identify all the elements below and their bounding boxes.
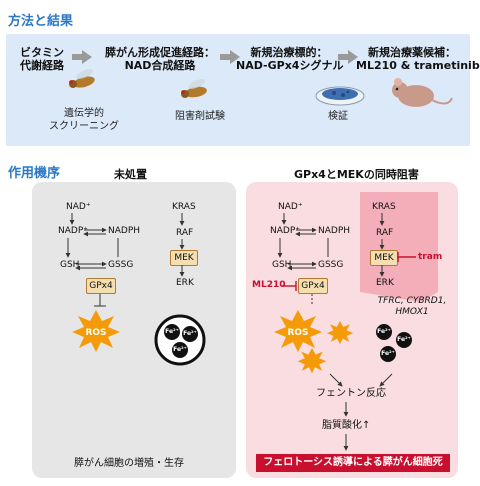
iron-genes-label: TFRC, CYBRD1, HMOX1	[372, 296, 452, 318]
flow-step-drug-line1: 新規治療薬候補：	[368, 46, 456, 59]
left-nadph-label: NADPH	[108, 226, 141, 236]
iron-ion-icon: Fe²⁺	[376, 324, 392, 340]
flow-arrow-2	[220, 50, 240, 64]
lipid-oxidation-label: 脂質酸化↑	[322, 420, 371, 431]
fruit-fly-icon	[181, 79, 207, 98]
left-nadp-label: NADP⁺	[58, 226, 88, 236]
ferroptosis-outcome-banner: フェロトーシス誘導による膵がん細胞死	[256, 454, 450, 472]
flow-step-target-line1: 新規治療標的：	[250, 46, 328, 59]
right-raf-label: RAF	[376, 228, 394, 238]
untreated-panel-title: 未処置	[114, 168, 147, 181]
flow-step-drug-line2: ML210 & trametinib	[356, 59, 480, 72]
flow-arrows	[72, 50, 358, 64]
flow-step-drug: 新規治療薬候補： ML210 & trametinib	[356, 46, 480, 72]
caption-genetic-screen: 遺伝学的 スクリーニング	[34, 107, 134, 133]
left-gpx4-box: GPx4	[86, 278, 116, 294]
flow-step-target: 新規治療標的： NAD-GPx4シグナル	[236, 46, 344, 72]
right-gsh-label: GSH	[272, 260, 292, 270]
flow-step-vitamin: ビタミン 代謝経路	[10, 46, 74, 72]
ros-burst-small-icon	[326, 321, 354, 345]
flow-step-vitamin-line1: ビタミン	[20, 46, 64, 59]
caption-genetic-screen-line2: スクリーニング	[49, 121, 119, 132]
iron-ion-icon: Fe²⁺	[396, 332, 412, 348]
left-gsh-label: GSH	[60, 260, 80, 270]
trametinib-inhibitor-label: tram	[418, 252, 443, 262]
right-erk-label: ERK	[376, 278, 394, 288]
left-outcome-label: 膵がん細胞の増殖・生存	[74, 458, 184, 469]
flow-step-vitamin-line2: 代謝経路	[20, 59, 64, 72]
iron-ion-icon: Fe²⁺	[380, 346, 396, 362]
right-nad-label: NAD⁺	[278, 202, 303, 212]
ml210-inhibitor-label: ML210	[252, 280, 286, 290]
left-kras-label: KRAS	[172, 202, 196, 212]
iron-ion-icon: Fe²⁺	[164, 324, 180, 340]
right-nadp-label: NADP⁺	[270, 226, 300, 236]
left-nad-label: NAD⁺	[66, 202, 91, 212]
right-kras-label: KRAS	[372, 202, 396, 212]
right-nadph-label: NADPH	[318, 226, 351, 236]
fruit-fly-icon	[69, 69, 95, 88]
right-ros-burst-icon: ROS	[274, 310, 322, 352]
right-gpx4-box: GPx4	[298, 278, 328, 294]
left-raf-label: RAF	[176, 228, 194, 238]
petri-dish-icon	[315, 86, 365, 106]
caption-inhibitor-test: 阻害剤試験	[175, 111, 225, 122]
iron-genes-line2: HMOX1	[395, 307, 429, 317]
left-ros-burst-icon: ROS	[72, 310, 120, 352]
caption-verification: 検証	[328, 111, 348, 122]
mouse-icon	[392, 78, 453, 107]
mechanism-section-title: 作用機序	[8, 166, 61, 181]
left-mek-box: MEK	[170, 250, 198, 266]
right-pathway-arrows	[277, 213, 393, 451]
flow-step-nad-pathway-line1: 膵がん形成促進経路：	[105, 46, 215, 59]
inhibition-marks	[282, 252, 416, 291]
iron-ion-icon: Fe²⁺	[182, 326, 198, 342]
methods-section-title: 方法と結果	[8, 14, 74, 29]
flow-arrow-1	[72, 50, 92, 64]
fenton-reaction-label: フェントン反応	[316, 388, 386, 399]
right-mek-box: MEK	[370, 250, 398, 266]
left-pathway-arrows	[65, 213, 185, 307]
left-erk-label: ERK	[176, 278, 194, 288]
right-ros-text: ROS	[287, 328, 308, 338]
ros-burst-small-icon	[297, 348, 327, 374]
iron-genes-line1: TFRC, CYBRD1,	[377, 296, 447, 306]
right-gssg-label: GSSG	[318, 260, 344, 270]
left-gssg-label: GSSG	[108, 260, 134, 270]
left-ros-text: ROS	[85, 328, 106, 338]
combined-inhibition-panel-title: GPx4とMEKの同時阻害	[294, 168, 419, 181]
flow-step-target-line2: NAD-GPx4シグナル	[236, 59, 344, 72]
iron-ion-icon: Fe²⁺	[172, 342, 188, 358]
flow-arrow-3	[338, 50, 358, 64]
flow-step-nad-pathway: 膵がん形成促進経路： NAD合成経路	[96, 46, 224, 72]
flow-step-nad-pathway-line2: NAD合成経路	[124, 59, 196, 72]
caption-genetic-screen-line1: 遺伝学的	[64, 108, 104, 119]
